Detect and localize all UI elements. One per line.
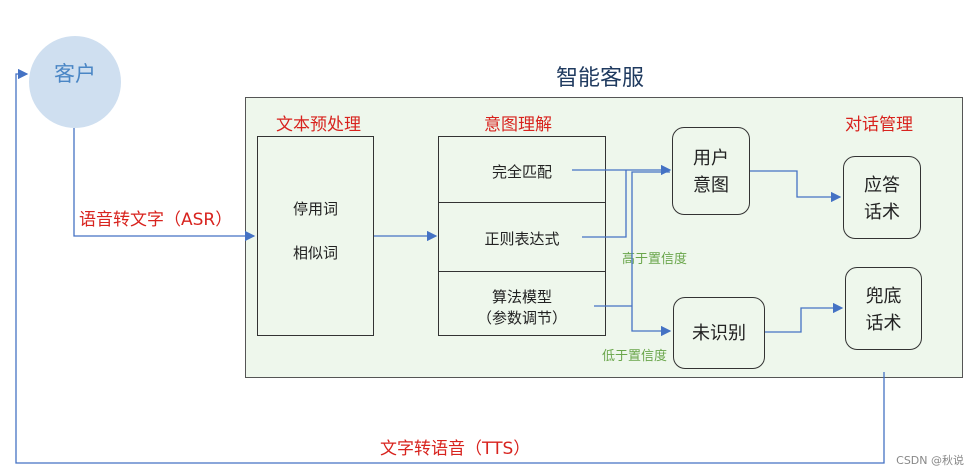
fallback-script-node bbox=[845, 267, 922, 350]
unrecognized-node bbox=[673, 297, 765, 369]
arrow-model-low bbox=[631, 306, 672, 337]
arrow-intent-to-answer bbox=[750, 170, 842, 203]
answer-script-line2: 话术 bbox=[864, 202, 900, 223]
arrow-customer-to-preprocess bbox=[73, 128, 256, 242]
arrow-regex-high bbox=[582, 170, 627, 238]
intent-methods-box bbox=[438, 136, 606, 336]
intent-divider-1 bbox=[438, 202, 606, 203]
fallback-script-line1: 兜底 bbox=[865, 286, 902, 307]
arrow-model-high bbox=[631, 171, 670, 306]
diagram-title: 智能客服 bbox=[555, 66, 644, 91]
arrow-unrecognized-to-fallback bbox=[765, 302, 844, 333]
stage-label-preprocess: 文本预处理 bbox=[276, 115, 361, 135]
tts-flow-label: 文字转语音（TTS） bbox=[380, 439, 531, 459]
stage-label-intent: 意图理解 bbox=[484, 115, 552, 135]
intent-method-regex: 正则表达式 bbox=[484, 230, 560, 248]
intent-divider-2 bbox=[438, 271, 606, 272]
confidence-high-label: 高于置信度 bbox=[622, 252, 688, 267]
confidence-low-label: 低于置信度 bbox=[602, 349, 668, 364]
user-intent-line1: 用户 bbox=[693, 148, 729, 169]
customer-circle bbox=[29, 36, 121, 128]
stage-label-dialog: 对话管理 bbox=[845, 115, 913, 135]
intent-method-model: 算法模型 bbox=[491, 288, 552, 306]
unrecognized-label: 未识别 bbox=[692, 323, 746, 344]
preprocess-item-synonyms: 相似词 bbox=[292, 244, 338, 262]
watermark: CSDN @秋说 bbox=[896, 454, 964, 467]
preprocess-box bbox=[257, 136, 374, 336]
fallback-script-line2: 话术 bbox=[865, 313, 902, 334]
customer-label: 客户 bbox=[54, 62, 96, 86]
preprocess-item-stopwords: 停用词 bbox=[292, 200, 338, 218]
user-intent-line2: 意图 bbox=[693, 175, 729, 196]
answer-script-line1: 应答 bbox=[864, 175, 900, 196]
arrow-dialog-to-customer bbox=[15, 68, 885, 464]
intent-method-model-note: （参数调节） bbox=[476, 309, 567, 327]
asr-flow-label: 语音转文字（ASR） bbox=[79, 210, 233, 230]
user-intent-node bbox=[672, 127, 750, 215]
answer-script-node bbox=[843, 156, 921, 239]
intent-method-exact: 完全匹配 bbox=[491, 163, 552, 181]
